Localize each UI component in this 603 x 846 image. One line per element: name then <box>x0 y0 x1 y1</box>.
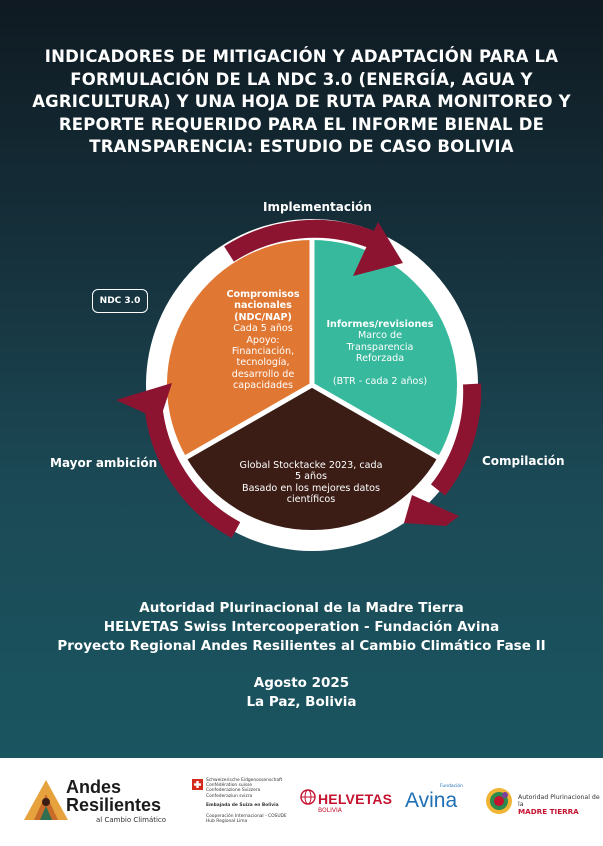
institutions-block: Autoridad Plurinacional de la Madre Tier… <box>0 599 603 656</box>
teal-line: Marco de <box>357 330 403 342</box>
madre-tierra-text: Autoridad Plurinacional de la MADRE TIER… <box>518 794 603 815</box>
teal-line: Informes/revisiones <box>326 319 434 330</box>
arrow-top-body <box>224 219 377 262</box>
arrow-left-body <box>144 401 241 538</box>
institution-line: HELVETAS Swiss Intercooperation - Fundac… <box>103 619 500 635</box>
institution-line: Autoridad Plurinacional de la Madre Tier… <box>139 600 464 616</box>
label-implementacion: Implementación <box>263 200 372 214</box>
title-line: AGRICULTURA) Y UNA HOJA DE RUTA PARA MON… <box>32 92 571 111</box>
title-line: FORMULACIÓN DE LA NDC 3.0 (ENERGÍA, AGUA… <box>70 69 533 89</box>
date-place-block: Agosto 2025 La Paz, Bolivia <box>0 674 603 712</box>
title-line: REPORTE REQUERIDO PARA EL INFORME BIENAL… <box>58 114 545 134</box>
separator <box>310 382 441 461</box>
swiss-line: Hub Regional Lima <box>206 819 248 825</box>
dark-line: Basado en los mejores datos <box>241 482 381 494</box>
arrow-left-head <box>116 383 172 420</box>
document-title: INDICADORES DE MITIGACIÓN Y ADAPTACIÓN P… <box>30 46 573 159</box>
swiss-line: Schweizerische Eidgenossenschaft <box>206 778 283 783</box>
helvetas-name: HELVETAS <box>318 791 393 807</box>
dark-line: Global Stocktacke 2023, cada <box>239 460 383 471</box>
helvetas-country: BOLIVIA <box>318 807 342 814</box>
teal-segment-text: Informes/revisiones Marco de Transparenc… <box>322 319 438 387</box>
cosude-text: Cooperación Internacional - COSUDE Hub R… <box>206 814 287 824</box>
publication-date: Agosto 2025 <box>253 675 350 691</box>
publication-place: La Paz, Bolivia <box>246 694 357 710</box>
arrow-top-head <box>353 222 403 276</box>
orange-line: Financiación, <box>231 346 295 358</box>
separator <box>183 382 314 461</box>
madre-tierra-line-2: MADRE TIERRA <box>518 807 579 816</box>
teal-line: Transparencia <box>346 341 414 353</box>
andes-word: Andes <box>66 777 122 797</box>
helvetas-globe-icon <box>300 789 316 805</box>
ndc-badge: NDC 3.0 <box>92 289 148 313</box>
swiss-flag-icon <box>192 779 203 790</box>
andes-resilientes-logo-icon <box>24 780 68 820</box>
avina-foundation-label: Fundación <box>440 784 463 789</box>
orange-line: Compromisos <box>226 289 300 300</box>
andes-subtitle: al Cambio Climático <box>96 816 167 824</box>
institution-line: Proyecto Regional Andes Resilientes al C… <box>57 638 546 654</box>
orange-segment-text: Compromisos nacionales (NDC/NAP) Cada 5 … <box>221 289 305 392</box>
title-line: TRANSPARENCIA: ESTUDIO DE CASO BOLIVIA <box>89 137 514 156</box>
orange-line: (NDC/NAP) <box>234 311 292 323</box>
swiss-line: Confédération suisse <box>206 783 253 789</box>
label-mayor-ambicion: Mayor ambición <box>50 456 158 470</box>
teal-line: Reforzada <box>355 353 405 365</box>
ndc-cycle-diagram <box>116 219 482 538</box>
title-line: INDICADORES DE MITIGACIÓN Y ADAPTACIÓN P… <box>44 47 559 66</box>
cover-page: INDICADORES DE MITIGACIÓN Y ADAPTACIÓN P… <box>0 0 603 758</box>
orange-line: tecnología, <box>236 357 290 369</box>
madre-tierra-line-1: Autoridad Plurinacional de la <box>518 794 600 808</box>
swiss-line: Cooperación Internacional - COSUDE <box>206 814 287 819</box>
swiss-confederation-text: Schweizerische Eidgenossenschaft Confédé… <box>206 778 282 799</box>
orange-line: desarrollo de <box>231 368 295 380</box>
arrow-right-body <box>430 383 482 496</box>
madre-tierra-emblem-icon <box>486 788 512 814</box>
label-compilacion: Compilación <box>482 454 565 468</box>
resilientes-word: Resilientes <box>66 795 162 815</box>
swiss-line: Confederaziun svizra <box>206 793 253 799</box>
dark-line: 5 años <box>295 471 327 483</box>
orange-line: nacionales <box>234 300 292 312</box>
dark-segment-text: Global Stocktacke 2023, cada 5 años Basa… <box>226 460 396 506</box>
orange-line: Cada 5 años <box>233 323 293 335</box>
avina-name: Avina <box>405 789 458 812</box>
arrow-right-head <box>404 495 459 526</box>
andes-resilientes-title: Andes Resilientes <box>66 778 161 814</box>
orange-line: capacidades <box>232 380 294 392</box>
dark-line: científicos <box>286 494 336 506</box>
orange-line: Apoyo: <box>246 334 280 346</box>
swiss-line: Confederazione Svizzera <box>206 788 261 794</box>
teal-line: (BTR - cada 2 años) <box>332 375 428 387</box>
swiss-embassy: Embajada de Suiza en Bolivia <box>206 803 279 808</box>
